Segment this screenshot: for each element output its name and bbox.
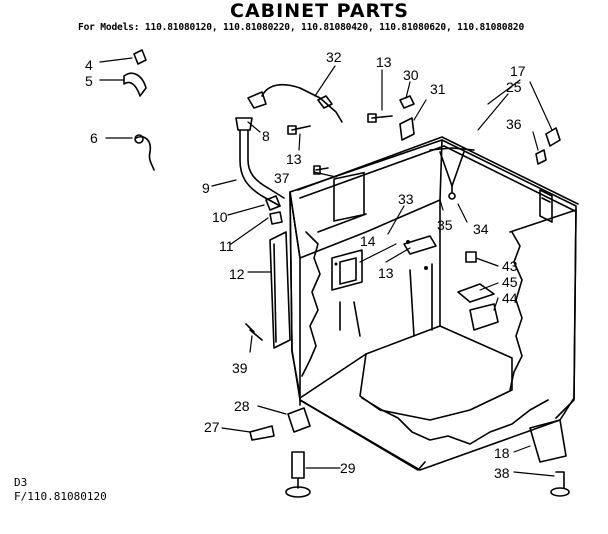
part-17 — [545, 127, 561, 147]
callout: 44 — [502, 290, 518, 306]
hose-32 — [261, 83, 343, 123]
part-11 — [269, 211, 283, 225]
tub-support-8 — [429, 147, 475, 193]
screw-37 — [313, 165, 329, 175]
cutaway-edge-right — [509, 231, 523, 391]
part-43 — [465, 251, 477, 263]
callout: 25 — [506, 79, 522, 95]
callout: 9 — [202, 180, 210, 196]
callout: 43 — [502, 258, 518, 274]
hose-9 — [239, 129, 281, 207]
callout: 36 — [506, 116, 522, 132]
leveling-leg-38 — [555, 471, 565, 489]
callout: 30 — [403, 67, 419, 83]
part-31 — [399, 117, 415, 141]
callout-labels: 4 5 6 32 13 30 31 17 25 36 8 13 37 9 10 … — [85, 49, 526, 481]
callout: 39 — [232, 360, 248, 376]
inner-bracket-box — [333, 171, 365, 222]
part-33 — [403, 235, 437, 255]
part-10 — [265, 195, 281, 211]
timer-bracket — [331, 249, 363, 291]
part-36 — [535, 149, 547, 165]
callout: 13 — [378, 265, 394, 281]
callout: 29 — [340, 460, 356, 476]
footer-code: D3 — [14, 476, 28, 489]
callout: 4 — [85, 57, 93, 73]
callout: 35 — [437, 217, 453, 233]
cabinet-floor — [359, 325, 513, 421]
panel-12 — [269, 231, 291, 349]
part-28 — [287, 407, 311, 433]
model-list: For Models: 110.81080120, 110.81080220, … — [78, 22, 525, 33]
callout: 12 — [229, 266, 245, 282]
callout: 32 — [326, 49, 342, 65]
callout: 37 — [274, 170, 290, 186]
cutaway-edge-bottom — [361, 397, 549, 445]
callout: 13 — [286, 151, 302, 167]
screw-39 — [245, 323, 263, 341]
callout: 13 — [376, 54, 392, 70]
callout: 10 — [212, 209, 228, 225]
screw-13-mid — [287, 125, 311, 135]
callout: 17 — [510, 63, 526, 79]
part-4-clip — [133, 49, 147, 65]
callout: 8 — [262, 128, 270, 144]
page-title: CABINET PARTS — [230, 0, 409, 22]
callout: 11 — [219, 238, 234, 254]
part-30 — [399, 95, 415, 109]
part-6-cord — [135, 136, 155, 171]
leader-lines — [99, 57, 555, 477]
part-45 — [457, 283, 495, 303]
callout: 31 — [430, 81, 446, 97]
callout: 38 — [494, 465, 510, 481]
part-18-bracket — [529, 419, 567, 463]
part-44 — [469, 303, 499, 331]
leveling-leg-29 — [291, 451, 305, 489]
screw-13-top — [367, 113, 393, 123]
callout: 5 — [85, 73, 93, 89]
cutaway-edge-left — [301, 231, 321, 377]
cabinet-left-panel — [289, 191, 301, 396]
callout: 18 — [494, 445, 510, 461]
cabinet-right-panel — [509, 209, 577, 419]
callout: 6 — [90, 130, 98, 146]
callout: 28 — [234, 398, 250, 414]
callout: 45 — [502, 274, 518, 290]
callout: 33 — [398, 191, 414, 207]
callout: 14 — [360, 233, 376, 249]
part-5-bracket — [123, 72, 147, 97]
footer-reference: F/110.81080120 — [14, 490, 107, 503]
part-27 — [249, 425, 275, 441]
right-bracket — [539, 189, 553, 223]
callout: 27 — [204, 419, 220, 435]
callout: 34 — [473, 221, 489, 237]
